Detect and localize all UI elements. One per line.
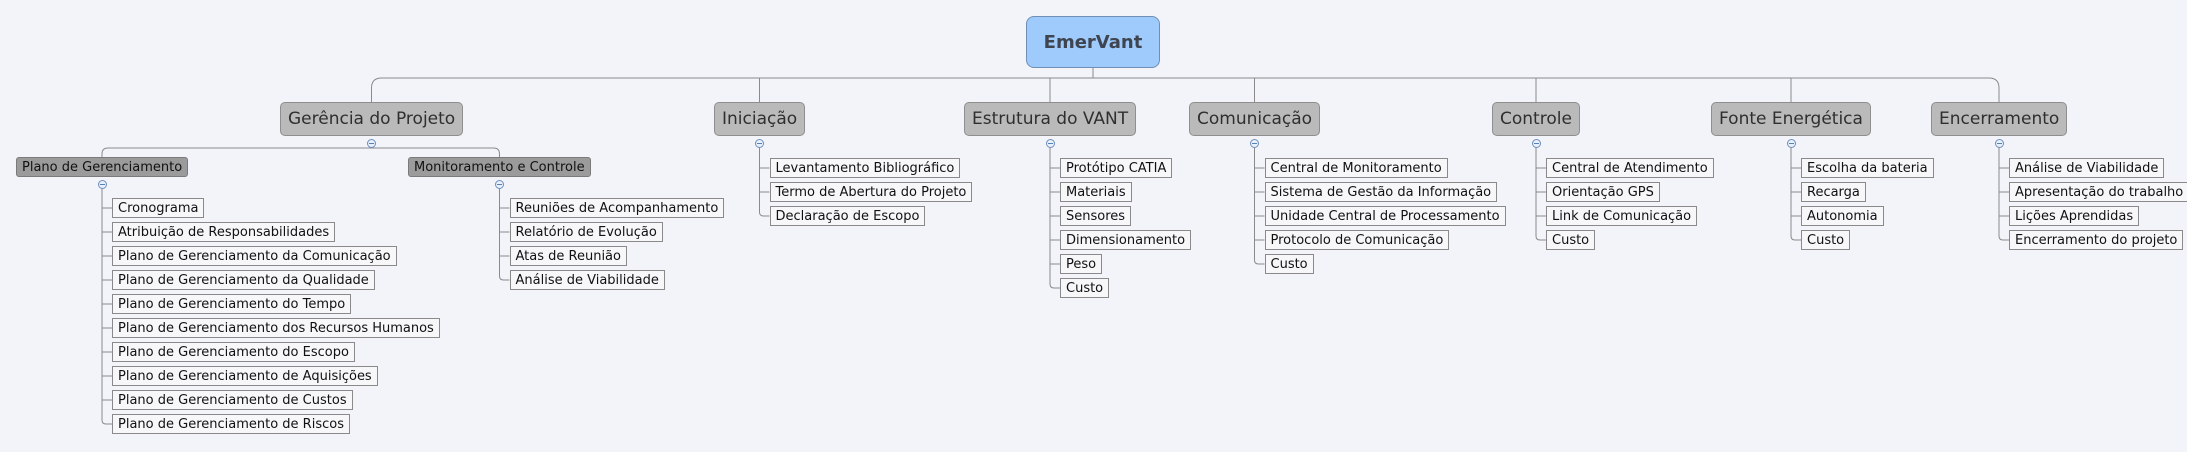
leaf-item[interactable]: Levantamento Bibliográfico	[769, 158, 961, 178]
connector-line	[101, 188, 112, 425]
leaf-item[interactable]: Custo	[1060, 278, 1110, 298]
branch-controle[interactable]: Controle	[1492, 102, 1580, 136]
root-node[interactable]: EmerVant	[1026, 16, 1160, 68]
leaf-item[interactable]: Central de Atendimento	[1546, 158, 1714, 178]
connector-line	[759, 147, 770, 217]
leaf-item[interactable]: Termo de Abertura do Projeto	[769, 182, 973, 202]
leaf-item[interactable]: Atas de Reunião	[509, 246, 627, 266]
collapse-toggle-icon[interactable]	[367, 138, 376, 148]
leaf-item[interactable]: Custo	[1264, 254, 1314, 274]
leaf-item[interactable]: Lições Aprendidas	[2009, 206, 2140, 226]
leaf-item[interactable]: Custo	[1801, 230, 1851, 250]
collapse-toggle-icon[interactable]	[1786, 138, 1796, 148]
connector-line	[101, 147, 500, 157]
branch-gerencia-do-projeto[interactable]: Gerência do Projeto	[280, 102, 464, 136]
leaf-item[interactable]: Plano de Gerenciamento dos Recursos Huma…	[112, 318, 440, 338]
leaf-item[interactable]: Orientação GPS	[1546, 182, 1660, 202]
leaf-item[interactable]: Atribuição de Responsabilidades	[112, 222, 336, 242]
leaf-item[interactable]: Protótipo CATIA	[1060, 158, 1173, 178]
leaf-item[interactable]: Plano de Gerenciamento de Aquisições	[112, 366, 378, 386]
collapse-toggle-icon[interactable]	[1994, 138, 2004, 148]
leaf-item[interactable]: Peso	[1060, 254, 1103, 274]
connector-line	[1535, 147, 1546, 241]
branch-fonte-energetica[interactable]: Fonte Energética	[1711, 102, 1871, 136]
leaf-item[interactable]: Unidade Central de Processamento	[1264, 206, 1506, 226]
leaf-item[interactable]: Custo	[1546, 230, 1596, 250]
leaf-item[interactable]: Relatório de Evolução	[509, 222, 663, 242]
branch-encerramento[interactable]: Encerramento	[1931, 102, 2068, 136]
connector-line	[1790, 147, 1801, 241]
leaf-item[interactable]: Análise de Viabilidade	[2009, 158, 2165, 178]
branch-comunicacao[interactable]: Comunicação	[1189, 102, 1321, 136]
leaf-item[interactable]: Link de Comunicação	[1546, 206, 1698, 226]
sub-plano-de-gerenciamento[interactable]: Plano de Gerenciamento	[16, 157, 189, 177]
leaf-item[interactable]: Plano de Gerenciamento de Riscos	[112, 414, 350, 434]
connector-line	[371, 77, 2000, 102]
leaf-item[interactable]: Dimensionamento	[1060, 230, 1192, 250]
leaf-item[interactable]: Recarga	[1801, 182, 1866, 202]
leaf-item[interactable]: Plano de Gerenciamento do Tempo	[112, 294, 352, 314]
connector-line	[499, 188, 510, 281]
leaf-item[interactable]: Plano de Gerenciamento da Qualidade	[112, 270, 375, 290]
collapse-toggle-icon[interactable]	[1250, 138, 1259, 148]
leaf-item[interactable]: Protocolo de Comunicação	[1264, 230, 1450, 250]
leaf-item[interactable]: Autonomia	[1801, 206, 1884, 226]
leaf-item[interactable]: Plano de Gerenciamento do Escopo	[112, 342, 355, 362]
leaf-item[interactable]: Plano de Gerenciamento de Custos	[112, 390, 353, 410]
leaf-item[interactable]: Cronograma	[112, 198, 205, 218]
branch-estrutura-do-vant[interactable]: Estrutura do VANT	[964, 102, 1137, 136]
leaf-item[interactable]: Sensores	[1060, 206, 1132, 226]
leaf-item[interactable]: Plano de Gerenciamento da Comunicação	[112, 246, 397, 266]
leaf-item[interactable]: Análise de Viabilidade	[509, 270, 665, 290]
leaf-item[interactable]: Encerramento do projeto	[2009, 230, 2184, 250]
leaf-item[interactable]: Central de Monitoramento	[1264, 158, 1448, 178]
leaf-item[interactable]: Declaração de Escopo	[769, 206, 926, 226]
leaf-item[interactable]: Escolha da bateria	[1801, 158, 1934, 178]
connector-line	[1049, 147, 1060, 289]
sub-monitoramento-e-controle[interactable]: Monitoramento e Controle	[408, 157, 591, 177]
collapse-toggle-icon[interactable]	[1045, 138, 1055, 148]
connector-line	[1998, 147, 2009, 241]
leaf-item[interactable]: Apresentação do trabalho	[2009, 182, 2187, 202]
branch-iniciacao[interactable]: Iniciação	[714, 102, 806, 136]
collapse-toggle-icon[interactable]	[755, 138, 764, 148]
collapse-toggle-icon[interactable]	[97, 179, 107, 189]
collapse-toggle-icon[interactable]	[495, 179, 504, 189]
collapse-toggle-icon[interactable]	[1531, 138, 1541, 148]
leaf-item[interactable]: Materiais	[1060, 182, 1132, 202]
leaf-item[interactable]: Sistema de Gestão da Informação	[1264, 182, 1498, 202]
leaf-item[interactable]: Reuniões de Acompanhamento	[509, 198, 725, 218]
connector-line	[1254, 147, 1265, 265]
